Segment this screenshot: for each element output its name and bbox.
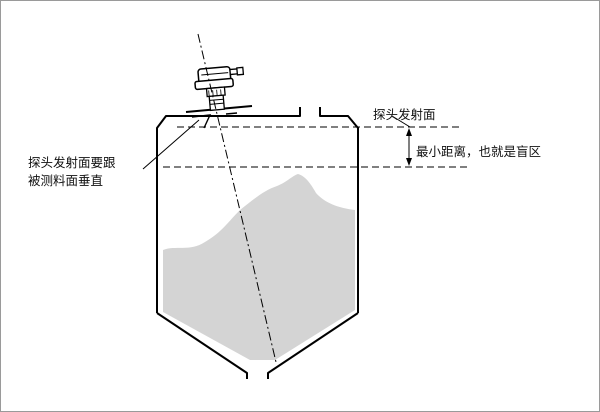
min-distance-arrow xyxy=(406,128,412,166)
emitter-face-leader xyxy=(391,115,411,128)
tank-cone xyxy=(156,312,359,379)
beam-axis xyxy=(197,33,277,363)
tank-shell xyxy=(156,107,359,313)
note-leader xyxy=(142,119,200,170)
min-distance-label: 最小距离，也就是盲区 xyxy=(416,144,541,159)
note-label-line1: 探头发射面要跟 xyxy=(28,155,116,170)
emitter-face-label: 探头发射面 xyxy=(373,107,436,122)
ultrasonic-probe xyxy=(194,66,245,112)
bulk-material xyxy=(163,174,355,360)
note-label-line2: 被测料面垂直 xyxy=(28,173,103,188)
